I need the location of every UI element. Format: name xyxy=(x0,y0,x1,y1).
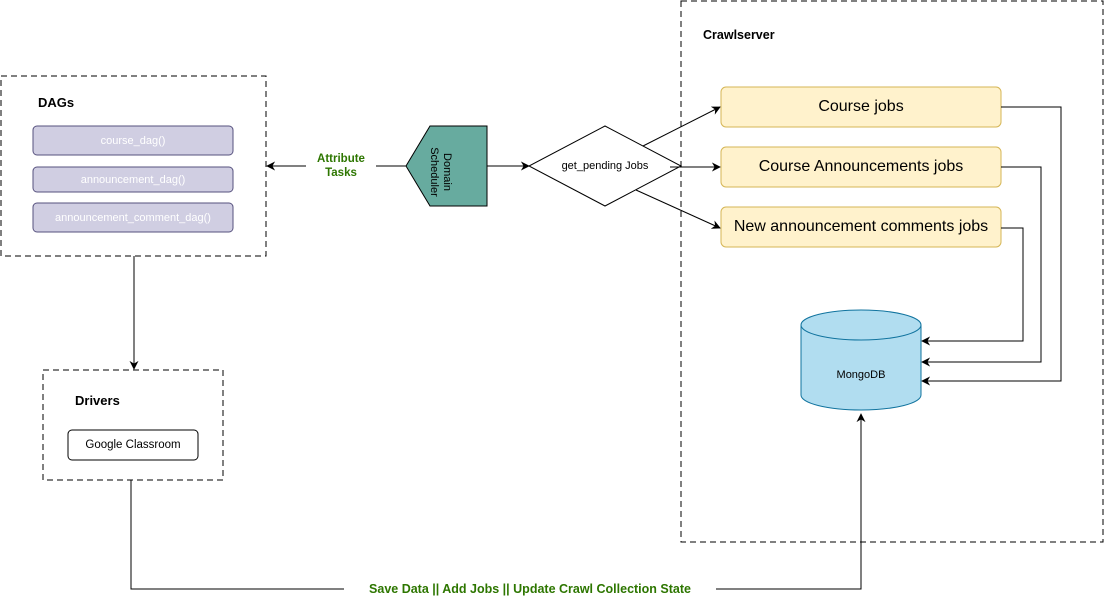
edge-course-jobs-to-db xyxy=(921,106,1062,386)
drivers-title: Drivers xyxy=(75,392,120,408)
edge-decision-to-comment-jobs xyxy=(635,189,721,229)
job-course: Course jobs xyxy=(818,98,904,115)
scheduler-label: Domain Scheduler xyxy=(428,147,453,197)
job-announcements: Course Announcements jobs xyxy=(758,158,964,175)
dag-item-course-box xyxy=(32,125,234,156)
dag-item-announcement: announcement_dag() xyxy=(80,173,186,186)
edge-label-bottom: Save Data || Add Jobs || Update Crawl Co… xyxy=(344,579,716,599)
crawlserver-title: Crawlserver xyxy=(703,28,775,42)
job-comments: New announcement comments jobs xyxy=(733,218,989,235)
mongodb-shape xyxy=(800,325,922,411)
crawlserver-container xyxy=(680,0,1104,543)
dags-title: DAGs xyxy=(38,94,75,110)
mongodb-top xyxy=(800,309,922,341)
decision-label: get_pending Jobs xyxy=(561,160,649,172)
dags-container xyxy=(0,75,267,257)
edge-drivers-to-db xyxy=(130,413,866,590)
edge-announcement-jobs-to-db xyxy=(921,166,1042,367)
dag-item-announcement-box xyxy=(32,166,234,193)
edge-decision-to-course-jobs xyxy=(642,106,721,147)
dag-item-course: course_dag() xyxy=(100,134,166,147)
scheduler-shape xyxy=(405,125,488,207)
edge-comment-jobs-to-db xyxy=(921,227,1024,346)
mongodb-label: MongoDB xyxy=(836,369,886,381)
driver-item-box xyxy=(67,429,199,461)
dag-item-announcement-comment-box xyxy=(32,202,234,233)
dag-item-announcement-comment: announcement_comment_dag() xyxy=(55,211,211,224)
job-comments-box xyxy=(720,206,1002,248)
drivers-container xyxy=(42,369,224,481)
driver-item-google-classroom: Google Classroom xyxy=(85,439,181,451)
edge-label-attribute-tasks: Attribute Tasks xyxy=(306,150,376,182)
